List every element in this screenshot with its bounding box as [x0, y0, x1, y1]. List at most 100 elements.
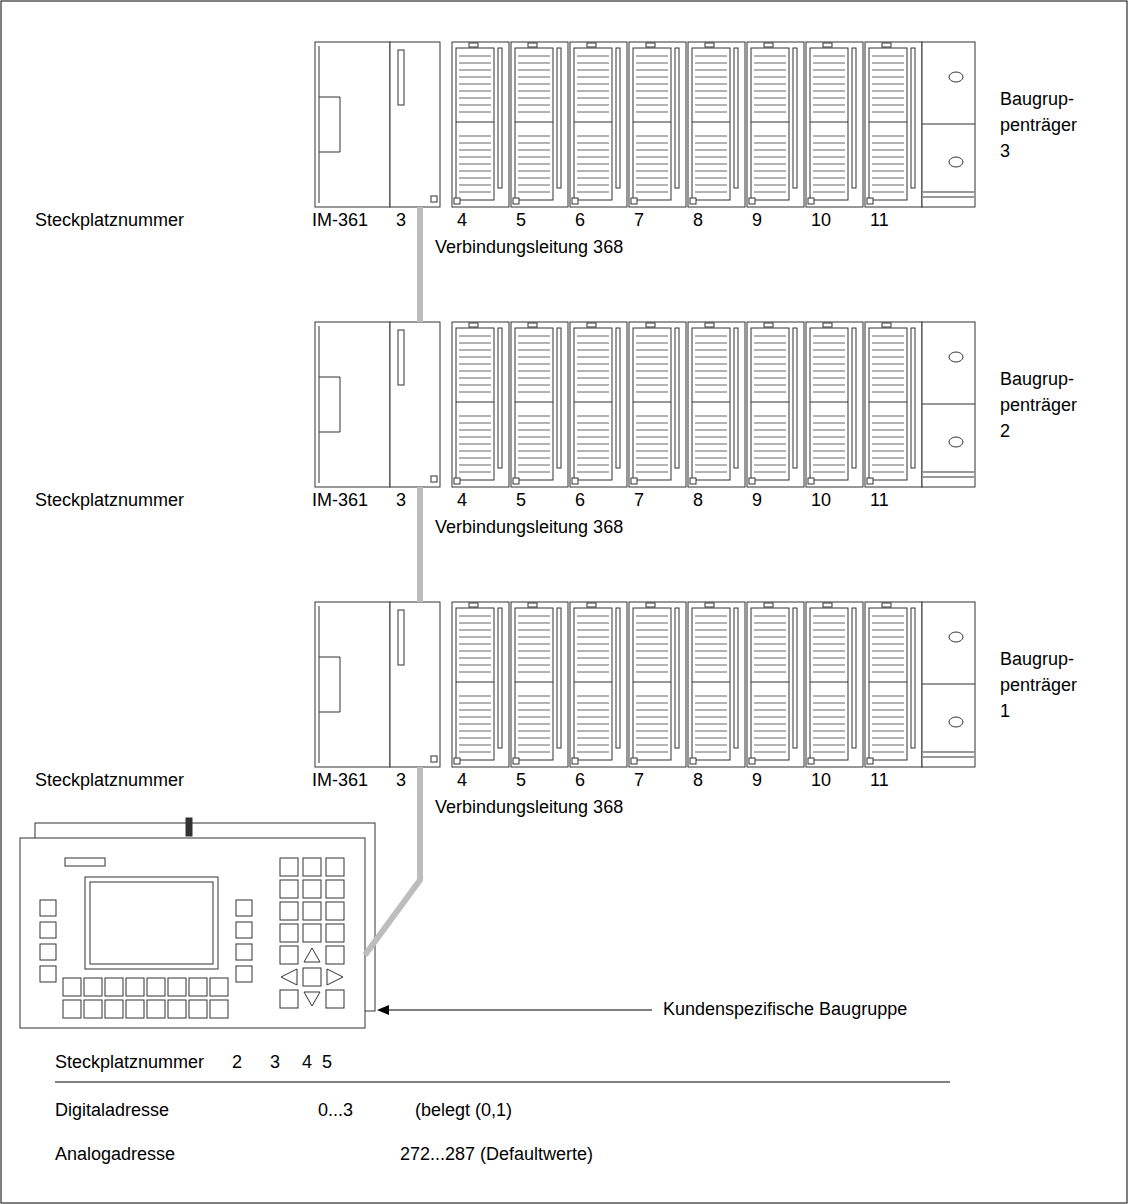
terminal-line	[636, 192, 668, 193]
signal-module	[688, 322, 745, 487]
terminal-line	[695, 70, 727, 71]
module-name: IM-361	[312, 770, 368, 792]
rack-drawing	[315, 322, 975, 487]
terminal-line	[695, 350, 727, 351]
terminal-line	[459, 178, 491, 179]
keypad-key	[189, 1000, 207, 1018]
terminal-line	[636, 63, 668, 64]
terminal-line	[754, 710, 786, 711]
label-strip	[557, 608, 561, 748]
terminal-line	[754, 178, 786, 179]
slot-number: 5	[516, 210, 526, 232]
slot-number: 7	[634, 490, 644, 512]
terminal-line	[695, 423, 727, 424]
terminal-line	[636, 731, 668, 732]
terminal-line	[754, 336, 786, 337]
terminal-line	[813, 745, 845, 746]
terminal-line	[459, 745, 491, 746]
terminal-line	[459, 416, 491, 417]
terminal-line	[872, 696, 904, 697]
rail-stripe	[922, 191, 975, 193]
rail-stripe	[922, 476, 975, 478]
terminal-line	[459, 651, 491, 652]
terminal-line	[518, 416, 550, 417]
terminal-line	[518, 171, 550, 172]
terminal-line	[813, 710, 845, 711]
terminal-line	[695, 724, 727, 725]
terminal-line	[518, 717, 550, 718]
module-tab	[882, 603, 891, 607]
connector-divider	[751, 682, 789, 683]
terminal-line	[518, 731, 550, 732]
module-tab	[528, 43, 537, 47]
module-name: IM-361	[312, 490, 368, 512]
slot-number: 4	[457, 770, 467, 792]
terminal-line	[872, 472, 904, 473]
label-strip	[734, 328, 738, 468]
terminal-line	[872, 710, 904, 711]
terminal-line	[813, 63, 845, 64]
terminal-line	[518, 98, 550, 99]
terminal-line	[695, 56, 727, 57]
terminal-line	[813, 703, 845, 704]
terminal-line	[813, 724, 845, 725]
terminal-line	[577, 623, 609, 624]
status-led	[808, 198, 814, 204]
terminal-line	[872, 385, 904, 386]
end-cap-screw	[949, 157, 963, 167]
terminal-line	[813, 392, 845, 393]
terminal-line	[695, 136, 727, 137]
terminal-line	[872, 192, 904, 193]
terminal-line	[518, 112, 550, 113]
terminal-line	[872, 644, 904, 645]
terminal-line	[872, 150, 904, 151]
module-edge	[319, 606, 320, 763]
terminal-line	[872, 164, 904, 165]
terminal-line	[636, 623, 668, 624]
terminal-line	[754, 458, 786, 459]
slot-number: 6	[575, 490, 585, 512]
label-strip	[675, 48, 679, 188]
terminal-line	[813, 423, 845, 424]
label-strip	[498, 48, 502, 188]
terminal-line	[577, 644, 609, 645]
terminal-line	[754, 752, 786, 753]
status-led	[454, 198, 460, 204]
terminal-line	[754, 91, 786, 92]
end-cap	[922, 322, 975, 487]
connector-divider	[574, 402, 612, 403]
terminal-line	[577, 616, 609, 617]
terminal-line	[636, 665, 668, 666]
terminal-line	[518, 465, 550, 466]
keypad-key	[280, 946, 298, 964]
terminal-line	[872, 738, 904, 739]
terminal-line	[813, 343, 845, 344]
terminal-line	[636, 637, 668, 638]
module-tab	[587, 323, 596, 327]
connector-divider	[574, 682, 612, 683]
terminal-line	[459, 357, 491, 358]
front-connector	[692, 608, 730, 760]
module-edge	[319, 326, 320, 483]
terminal-line	[518, 164, 550, 165]
terminal-line	[577, 84, 609, 85]
front-connector	[692, 328, 730, 480]
terminal-line	[695, 343, 727, 344]
terminal-line	[813, 651, 845, 652]
terminal-line	[813, 623, 845, 624]
terminal-line	[813, 430, 845, 431]
keypad-key	[126, 1000, 144, 1018]
terminal-line	[577, 357, 609, 358]
terminal-line	[813, 437, 845, 438]
slot-number: 5	[516, 770, 526, 792]
slot-number: 3	[396, 770, 406, 792]
terminal-line	[518, 672, 550, 673]
terminal-line	[872, 63, 904, 64]
slot-number: 7	[634, 770, 644, 792]
terminal-line	[577, 98, 609, 99]
terminal-line	[636, 84, 668, 85]
terminal-line	[577, 164, 609, 165]
function-key	[40, 900, 56, 916]
terminal-line	[577, 731, 609, 732]
flap-line	[340, 377, 341, 432]
